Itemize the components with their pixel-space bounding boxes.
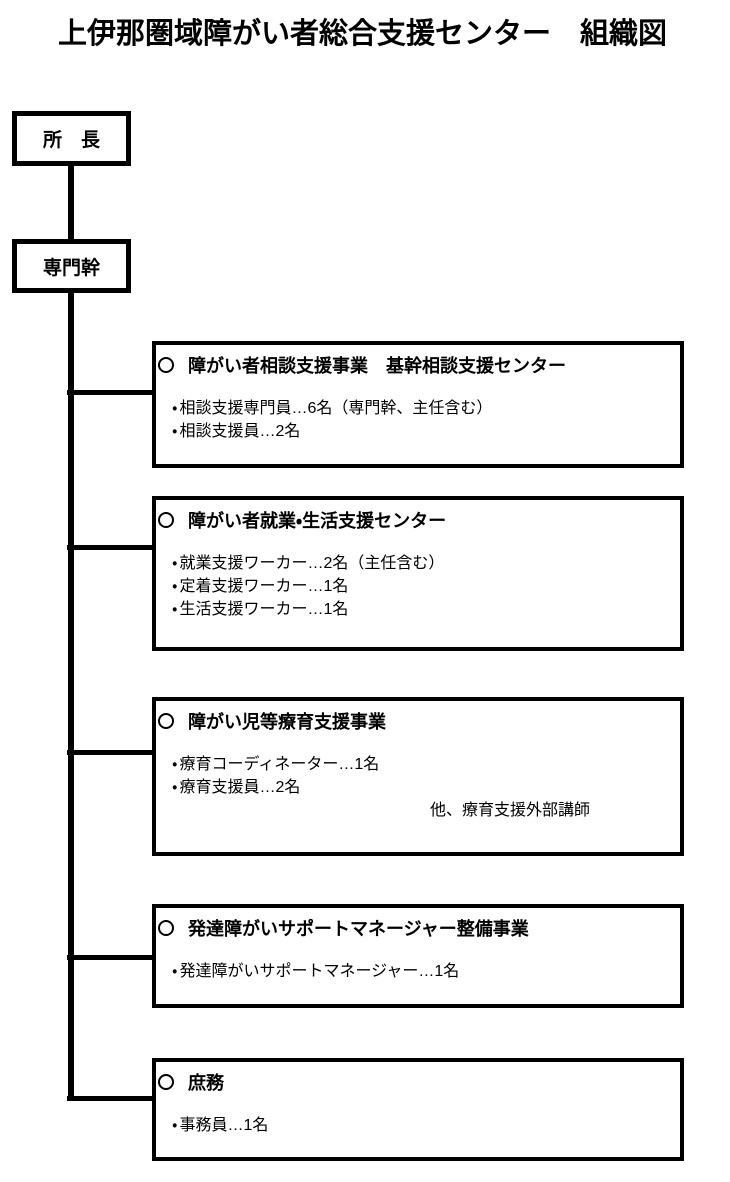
staff-item: ・発達障がいサポートマネージャー…1名 — [172, 960, 672, 983]
staff-item: ・療育コーディネーター…1名 — [172, 753, 672, 776]
staff-list: ・療育コーディネーター…1名 ・療育支援員…2名 他、療育支援外部講師 — [172, 753, 672, 822]
deputy-box: 専門幹 — [12, 239, 131, 293]
department-heading: 障がい者就業・生活支援センター — [158, 510, 672, 531]
department-title: 庶務 — [188, 1073, 224, 1093]
circle-marker-icon — [158, 357, 174, 373]
staff-item: ・相談支援専門員…6名（専門幹、主任含む） — [172, 397, 672, 420]
connector-branch-line-3 — [67, 750, 156, 755]
bullet-icon: ・ — [172, 1117, 178, 1134]
staff-list: ・事務員…1名 — [172, 1114, 672, 1137]
department-box-developmental-support-manager: 発達障がいサポートマネージャー整備事業 ・発達障がいサポートマネージャー…1名 — [152, 904, 684, 1008]
staff-item: ・就業支援ワーカー…2名（主任含む） — [172, 552, 672, 575]
staff-item: ・生活支援ワーカー…1名 — [172, 598, 672, 621]
department-heading: 障がい者相談支援事業 基幹相談支援センター — [158, 355, 672, 376]
department-title: 発達障がいサポートマネージャー整備事業 — [188, 919, 529, 939]
circle-marker-icon — [158, 920, 174, 936]
department-box-employment-life-support: 障がい者就業・生活支援センター ・就業支援ワーカー…2名（主任含む） ・定着支援… — [152, 496, 684, 651]
staff-item: ・療育支援員…2名 — [172, 776, 672, 799]
department-heading: 発達障がいサポートマネージャー整備事業 — [158, 918, 672, 939]
bullet-icon: ・ — [172, 601, 178, 618]
bullet-icon: ・ — [172, 756, 178, 773]
department-box-consultation-support: 障がい者相談支援事業 基幹相談支援センター ・相談支援専門員…6名（専門幹、主任… — [152, 341, 684, 468]
director-label: 所 長 — [42, 130, 100, 151]
department-title: 障がい児等療育支援事業 — [188, 712, 386, 732]
circle-marker-icon — [158, 713, 174, 729]
connector-director-deputy-line — [68, 164, 74, 241]
department-note: 他、療育支援外部講師 — [430, 802, 591, 819]
deputy-label: 専門幹 — [42, 257, 100, 279]
staff-item-label: 就業支援ワーカー…2名（主任含む） — [179, 555, 445, 572]
staff-item: ・定着支援ワーカー…1名 — [172, 575, 672, 598]
staff-list: ・相談支援専門員…6名（専門幹、主任含む） ・相談支援員…2名 — [172, 397, 672, 443]
staff-item-label: 生活支援ワーカー…1名 — [179, 601, 349, 618]
staff-item-label: 療育コーディネーター…1名 — [179, 756, 380, 773]
circle-marker-icon — [158, 1074, 174, 1090]
director-box: 所 長 — [12, 111, 131, 166]
staff-item-label: 事務員…1名 — [179, 1117, 269, 1134]
bullet-icon: ・ — [172, 779, 178, 796]
staff-item: ・事務員…1名 — [172, 1114, 672, 1137]
department-heading: 庶務 — [158, 1072, 672, 1093]
staff-item-label: 相談支援専門員…6名（専門幹、主任含む） — [179, 400, 493, 417]
bullet-icon: ・ — [172, 578, 178, 595]
staff-item-label: 相談支援員…2名 — [179, 423, 301, 440]
connector-branch-line-5 — [67, 1096, 156, 1101]
staff-item-label: 定着支援ワーカー…1名 — [179, 578, 349, 595]
department-title: 障がい者相談支援事業 基幹相談支援センター — [188, 356, 566, 376]
staff-list: ・発達障がいサポートマネージャー…1名 — [172, 960, 672, 983]
staff-item: ・相談支援員…2名 — [172, 420, 672, 443]
page-title: 上伊那圏域障がい者総合支援センター 組織図 — [58, 18, 668, 50]
bullet-icon: ・ — [172, 555, 178, 572]
bullet-icon: ・ — [172, 400, 178, 417]
connector-trunk-line — [68, 291, 74, 1100]
bullet-icon: ・ — [172, 423, 178, 440]
bullet-icon: ・ — [172, 963, 178, 980]
connector-branch-line-2 — [67, 545, 156, 550]
connector-branch-line-4 — [67, 955, 156, 960]
department-heading: 障がい児等療育支援事業 — [158, 711, 672, 732]
connector-branch-line-1 — [67, 390, 156, 395]
staff-item-label: 発達障がいサポートマネージャー…1名 — [179, 963, 460, 980]
staff-list: ・就業支援ワーカー…2名（主任含む） ・定着支援ワーカー…1名 ・生活支援ワーカ… — [172, 552, 672, 621]
department-box-child-rehabilitation-support: 障がい児等療育支援事業 ・療育コーディネーター…1名 ・療育支援員…2名 他、療… — [152, 697, 684, 856]
circle-marker-icon — [158, 512, 174, 528]
staff-item-label: 療育支援員…2名 — [179, 779, 301, 796]
department-title: 障がい者就業・生活支援センター — [188, 511, 447, 531]
department-box-general-affairs: 庶務 ・事務員…1名 — [152, 1058, 684, 1161]
